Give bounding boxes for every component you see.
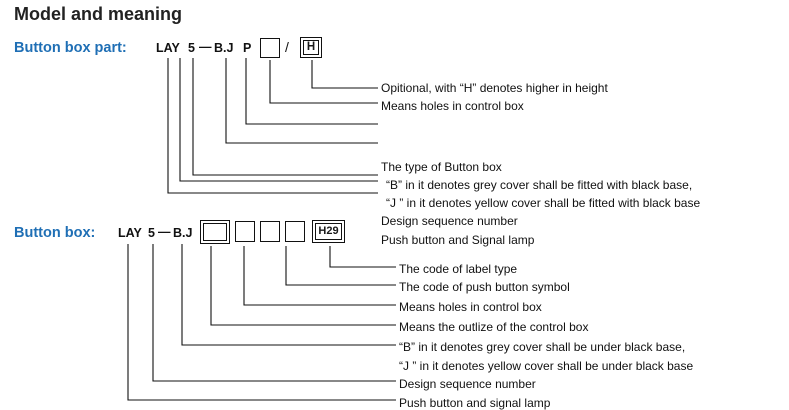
- box-heading: Button box:: [14, 225, 96, 241]
- box-symbol-box: [260, 221, 280, 242]
- page-title: Model and meaning: [14, 4, 183, 24]
- leader-box-label: [329, 246, 396, 268]
- box-desc-label: The code of label type: [399, 262, 518, 276]
- part-desc-grey: “B” in it denotes grey cover shall be fi…: [386, 178, 693, 192]
- leader-part-dash: [179, 58, 378, 182]
- part-desc-yellow: “J ” in it denotes yellow cover shall be…: [386, 196, 701, 210]
- box-desc-symbol: The code of push button symbol: [399, 280, 570, 294]
- part-h-label: H: [306, 41, 316, 53]
- box-code-dash: —: [158, 225, 171, 239]
- box-code-5: 5: [148, 226, 155, 240]
- part-code-lay: LAY: [156, 41, 180, 55]
- leader-box-bj: [181, 244, 396, 346]
- box-h29-box: H29: [312, 220, 345, 243]
- box-label-box: [285, 221, 305, 242]
- leader-part-p: [245, 58, 378, 125]
- box-holes-box: [235, 221, 255, 242]
- box-code-bj: B.J: [173, 226, 193, 240]
- box-desc-outline: Means the outlize of the control box: [399, 320, 589, 334]
- part-desc-push: Push button and Signal lamp: [381, 233, 535, 247]
- box-h29-label: H29: [318, 225, 339, 237]
- part-code-dash: —: [199, 40, 212, 54]
- part-code-5: 5: [188, 41, 195, 55]
- part-code-p: P: [243, 41, 252, 55]
- leader-box-holes: [243, 246, 396, 306]
- leader-part-height: [311, 60, 378, 89]
- part-desc-holes: Means holes in control box: [381, 99, 524, 113]
- part-desc-type: The type of Button box: [381, 160, 502, 174]
- box-desc-holes: Means holes in control box: [399, 300, 542, 314]
- part-code-slash: /: [285, 39, 289, 55]
- leader-part-type: [192, 58, 378, 176]
- box-desc-grey: “B” in it denotes grey cover shall be un…: [399, 340, 686, 354]
- part-heading: Button box part:: [14, 40, 127, 56]
- leader-box-5: [152, 244, 396, 382]
- part-desc-height: Opitional, with “H” denotes higher in he…: [381, 81, 608, 95]
- leader-box-lay: [127, 244, 396, 401]
- box-outline-box: [200, 220, 230, 244]
- leader-part-bj: [225, 58, 378, 144]
- part-code-box: [260, 38, 280, 58]
- box-desc-yellow: “J ” in it denotes yellow cover shall be…: [399, 359, 694, 373]
- leader-box-outline: [210, 246, 396, 326]
- box-code-lay: LAY: [118, 226, 142, 240]
- part-code-bj: B.J: [214, 41, 234, 55]
- box-desc-push: Push button and signal lamp: [399, 396, 551, 410]
- box-desc-design: Design sequence number: [399, 377, 536, 391]
- part-h-box: H: [300, 37, 322, 58]
- part-desc-design: Design sequence number: [381, 214, 518, 228]
- leader-box-symbol: [285, 246, 396, 286]
- leader-part-holes: [269, 60, 378, 104]
- leader-part-lay: [167, 58, 378, 194]
